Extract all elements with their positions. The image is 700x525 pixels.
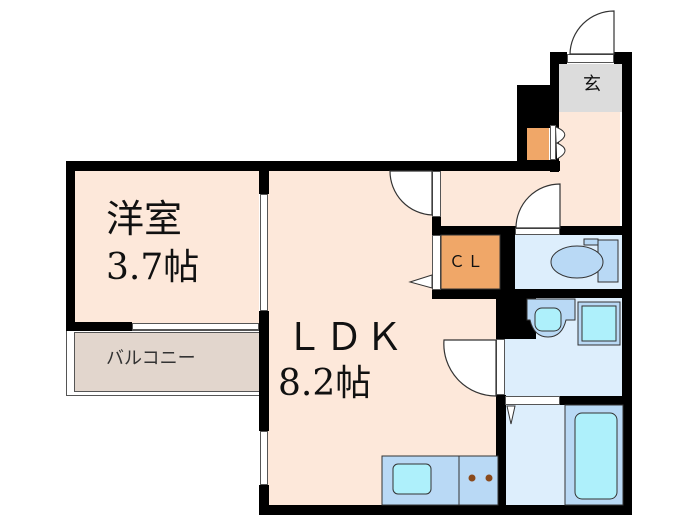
closet-label: ＣＬ	[449, 252, 486, 271]
shoe-closet-door-icon	[555, 126, 566, 160]
balcony-label: バルコニー	[106, 348, 196, 369]
wall-top-left	[66, 161, 446, 171]
western-room-name: 洋室	[106, 197, 183, 241]
toilet-door-swing-icon	[515, 183, 561, 229]
balcony	[74, 332, 260, 392]
ldk-name: ＬＤＫ	[285, 315, 406, 359]
wall-top-right	[440, 161, 560, 171]
wall-wash-left	[496, 395, 506, 515]
western-room-floor	[74, 170, 259, 323]
wall-partition-western-ldk-bottom	[259, 311, 269, 431]
wall-closet-bottom	[432, 289, 512, 299]
ldk-door-swing-icon	[389, 170, 433, 216]
bath-door-frame	[505, 396, 560, 405]
sink-icon	[392, 463, 432, 495]
wall-entrance-top-right	[614, 52, 632, 64]
toilet-bowl-icon	[550, 245, 604, 279]
wall-bath-top	[560, 396, 632, 405]
wall-shoebox-left	[517, 85, 527, 165]
closet-floor	[440, 235, 500, 289]
stove-burner-icon	[485, 474, 493, 482]
ldk-size: 8.2帖	[278, 363, 372, 404]
stove-burner-icon	[468, 474, 476, 482]
wall-closet-left	[432, 217, 441, 237]
wall-closet-right	[500, 226, 515, 298]
shoe-closet-floor	[527, 128, 549, 160]
window-balcony	[132, 323, 259, 330]
entrance-label: 玄	[583, 74, 601, 95]
wall-right	[622, 52, 632, 515]
bath-arrow-icon	[506, 405, 516, 425]
western-room-size: 3.7帖	[106, 247, 200, 288]
wash-door-swing-icon	[443, 339, 497, 397]
wall-entrance-top-left	[550, 52, 567, 64]
wall-bottom	[259, 505, 631, 515]
window-western-ldk	[260, 194, 268, 311]
entrance-door-swing-icon	[569, 10, 615, 55]
wall-western-bottom	[66, 322, 132, 331]
wall-left	[66, 161, 75, 331]
entrance-floor	[559, 64, 624, 112]
window-ldk-lower	[260, 431, 268, 485]
wall-partition-western-ldk-top	[259, 161, 269, 194]
shoe-closet-door	[550, 125, 556, 160]
wall-shoebox-bottom	[517, 160, 559, 170]
closet-arrow-icon	[408, 274, 433, 289]
entry-floor	[558, 112, 620, 172]
wall-ldk-left-lower	[259, 485, 269, 515]
wall-toilet-bottom	[500, 289, 632, 298]
